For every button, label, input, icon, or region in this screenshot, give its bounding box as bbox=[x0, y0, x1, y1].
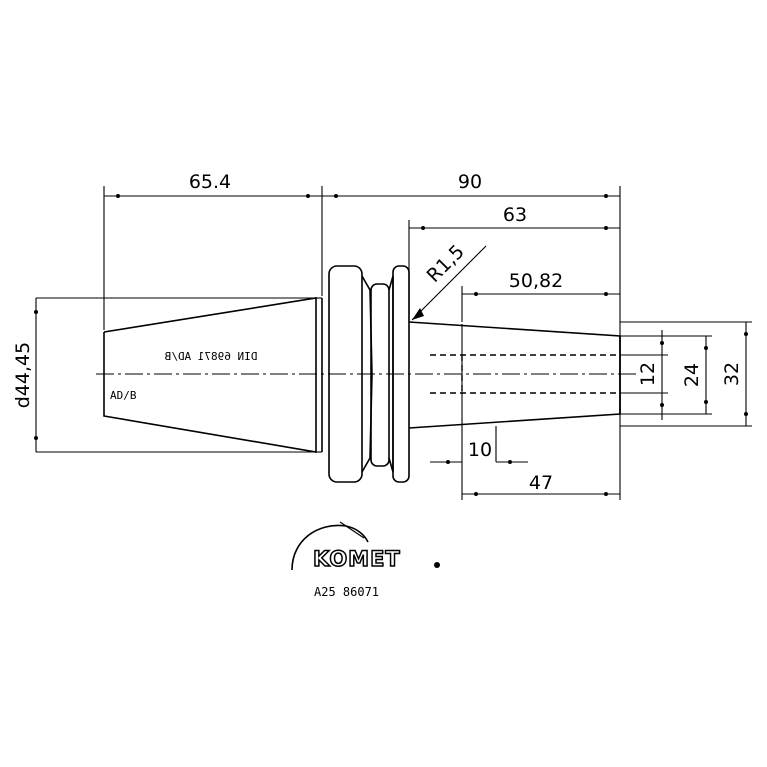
dim-d44-45: d44,45 bbox=[12, 342, 34, 408]
shank-text-din: DIN 69871 AD/B bbox=[164, 350, 257, 363]
dim-10: 10 bbox=[468, 439, 492, 461]
komet-logo: KOMET A25 86071 bbox=[291, 521, 440, 599]
dim-24: 24 bbox=[681, 363, 703, 387]
shank-text-adb: AD/B bbox=[110, 389, 137, 402]
dim-90: 90 bbox=[458, 171, 482, 193]
extension-lines bbox=[36, 186, 752, 500]
logo-brand: KOMET bbox=[313, 547, 401, 571]
dim-r1-5: R1,5 bbox=[423, 241, 469, 287]
logo-code: A25 86071 bbox=[314, 585, 379, 599]
bore-hidden-lines bbox=[430, 354, 620, 394]
dim-50-82: 50,82 bbox=[509, 270, 563, 292]
dim-65-4: 65.4 bbox=[189, 171, 231, 193]
taper-shank bbox=[103, 297, 323, 453]
dim-32: 32 bbox=[721, 362, 743, 386]
flange bbox=[328, 265, 410, 483]
logo-dot-icon bbox=[434, 562, 440, 568]
dim-63: 63 bbox=[503, 204, 527, 226]
tool-body bbox=[408, 321, 621, 429]
dim-47: 47 bbox=[529, 472, 553, 494]
dim-12: 12 bbox=[637, 362, 659, 386]
dimension-lines bbox=[34, 194, 748, 496]
